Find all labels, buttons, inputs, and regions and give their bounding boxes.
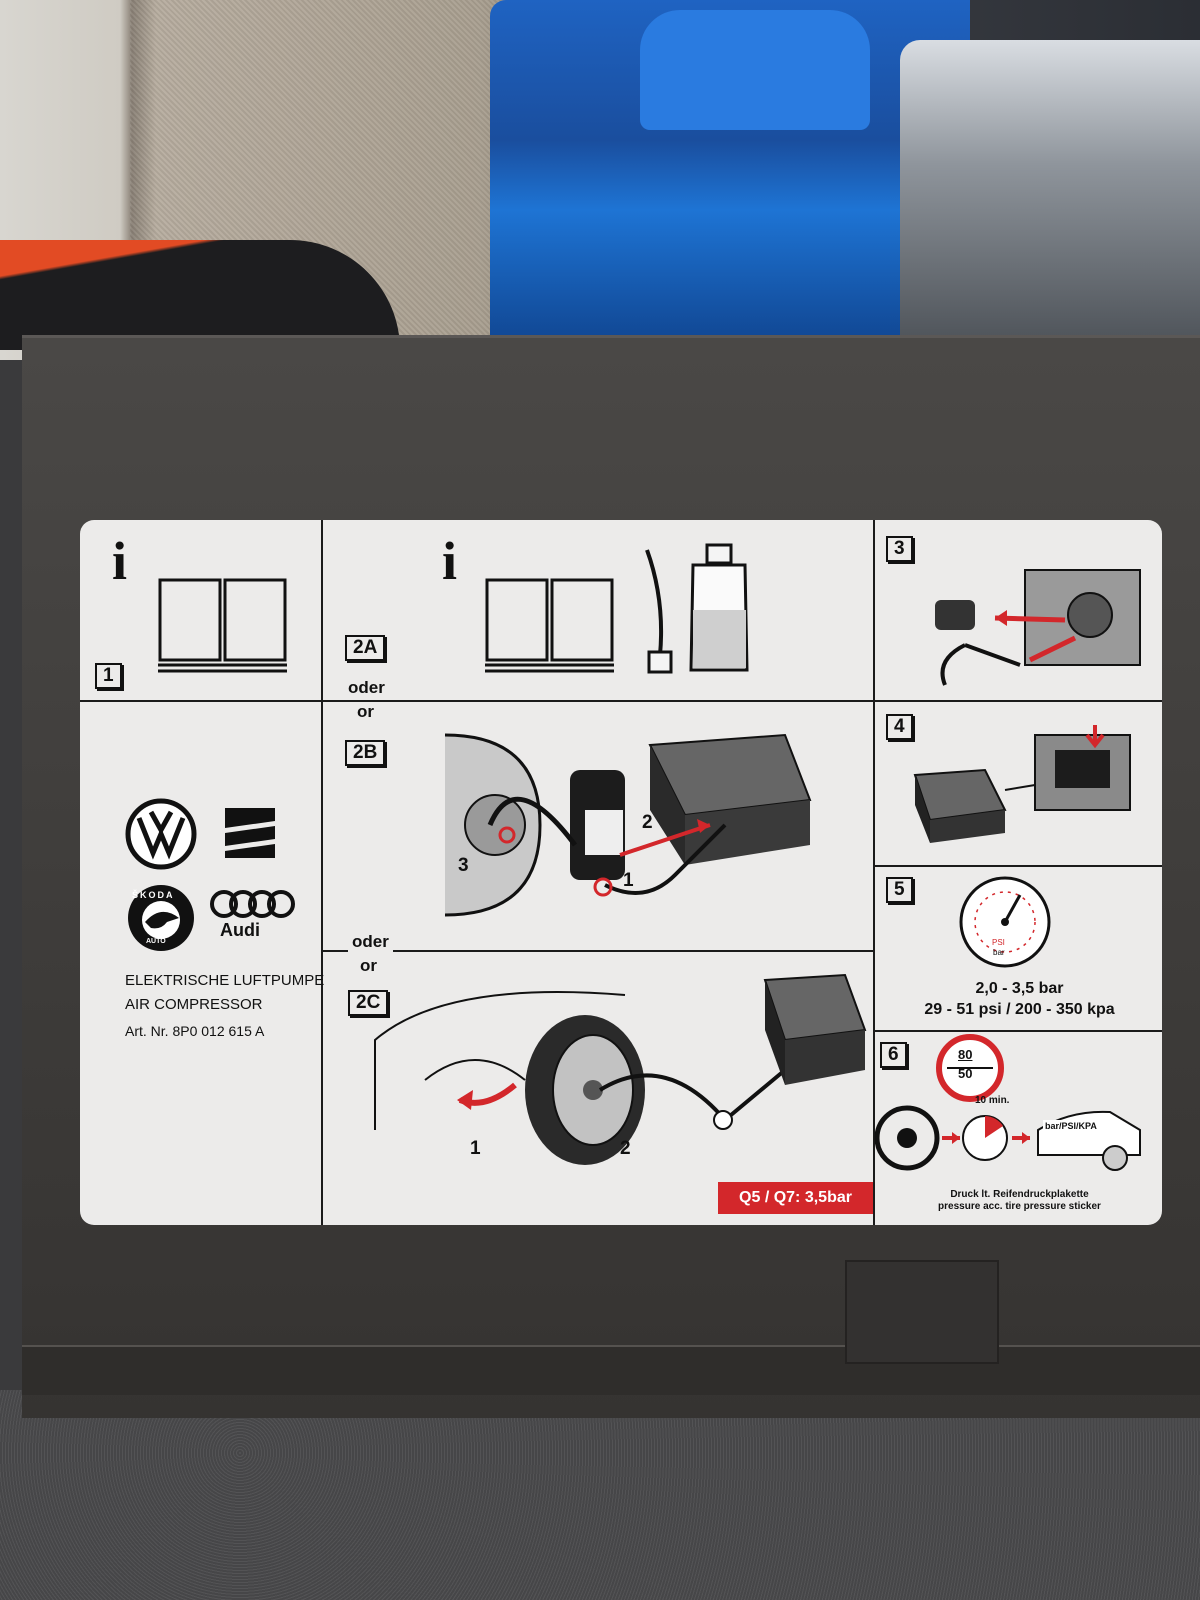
footer-de: Druck lt. Reifendruckplakette — [950, 1189, 1089, 1200]
switch-on-illustration — [913, 725, 1131, 843]
step-2b-badge: 2B — [345, 740, 386, 766]
callout-1: 1 — [470, 1138, 481, 1159]
divider — [321, 520, 323, 1225]
callout-2: 2 — [620, 1138, 631, 1159]
or-label-en: or — [360, 956, 377, 975]
step-4-badge: 4 — [886, 714, 913, 740]
carpet-floor — [0, 1390, 1200, 1600]
or-label-de: oder — [344, 678, 389, 698]
info-glyph: i — [442, 531, 458, 591]
product-name-en: AIR COMPRESSOR — [125, 996, 263, 1013]
grey-tool — [900, 40, 1200, 350]
divider — [323, 950, 873, 952]
power-socket-illustration — [935, 569, 1141, 686]
sealant-kit-illustration — [445, 733, 812, 917]
or-label-en: or — [357, 702, 374, 721]
pressure-range-bar: 2,0 - 3,5 bar — [975, 980, 1064, 997]
speed-limit-sign-icon — [936, 1034, 1004, 1102]
audi-wordmark: Audi — [220, 920, 260, 940]
step-5-badge: 5 — [886, 877, 913, 903]
box-lid-seam — [22, 1345, 1200, 1395]
sealant-bottle-icon — [645, 543, 749, 674]
pressure-range-alt: 29 - 51 psi / 200 - 350 kpa — [924, 1001, 1115, 1018]
callout-2: 2 — [642, 812, 653, 833]
callout-1: 1 — [623, 870, 634, 891]
tire-sticker-label: bar/PSI/KPA — [1043, 1120, 1099, 1132]
pressure-gauge-icon — [959, 876, 1051, 968]
callout-3: 3 — [458, 855, 469, 876]
divider — [873, 520, 875, 1225]
audi-rings-logo — [210, 890, 295, 918]
skoda-subtext: AUTO — [146, 938, 166, 945]
gauge-psi: PSI — [992, 938, 1005, 947]
product-name-de: ELEKTRISCHE LUFTPUMPE — [125, 972, 325, 989]
vw-logo — [125, 798, 197, 870]
manual-book-icon — [158, 578, 287, 673]
or-label-de: oder — [348, 932, 393, 952]
footer-en: pressure acc. tire pressure sticker — [938, 1201, 1101, 1212]
seat-logo — [225, 808, 275, 858]
divider — [875, 1030, 1162, 1032]
info-glyph: i — [112, 531, 128, 591]
timer-label: 10 min. — [975, 1095, 1010, 1106]
speed-sign-top: 80 — [958, 1047, 973, 1062]
gauge-unit: bar — [993, 948, 1005, 957]
drive-then-check-illustration — [874, 1105, 1141, 1171]
box-latch — [845, 1260, 999, 1364]
skoda-wordmark: ŠKODA — [132, 890, 175, 900]
step-3-badge: 3 — [886, 536, 913, 562]
step-2c-badge: 2C — [348, 990, 389, 1016]
orange-strap — [0, 240, 400, 350]
article-number: Art. Nr. 8P0 012 615 A — [125, 1023, 265, 1039]
step-6-badge: 6 — [880, 1042, 907, 1068]
skoda-logo — [128, 885, 194, 951]
q5-q7-pressure-note: Q5 / Q7: 3,5bar — [718, 1182, 873, 1214]
speed-sign-bottom: 50 — [958, 1066, 973, 1081]
instruction-sticker: i 1 i 2A oder or 3 — [80, 520, 1162, 1225]
manual-book-icon — [485, 578, 614, 673]
divider — [80, 700, 1162, 702]
step-2a-badge: 2A — [345, 635, 386, 661]
blue-case-handle — [640, 10, 870, 130]
compressor-connect-illustration — [374, 973, 867, 1165]
divider — [875, 865, 1162, 867]
step-1-badge: 1 — [95, 663, 122, 689]
